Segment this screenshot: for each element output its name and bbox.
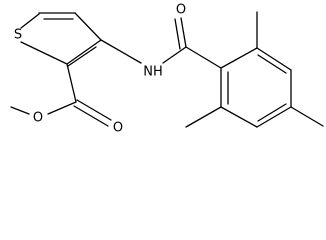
bond-ccarbonyl-ocarbonyl <box>76 99 112 121</box>
ester-carbonyl-oxygen-atom: O <box>113 121 123 136</box>
mesityl-methyl-groups <box>185 11 324 128</box>
bond-ccarbonyl-ocarbonyl-inner <box>73 105 109 127</box>
bond-ar1-ar2 <box>220 47 258 69</box>
bond-ar6-methyl <box>185 106 222 128</box>
amide-oxygen-atom: O <box>176 3 186 18</box>
amide-nh-atom: NH <box>143 65 163 80</box>
methyl-ester-group <box>10 63 112 127</box>
bond-ar4-ar5 <box>256 106 292 128</box>
bond-c4-c3 <box>74 12 102 41</box>
amide-linkage <box>100 17 222 69</box>
bond-camide-aryl <box>185 46 222 69</box>
bond-c3-c2 <box>66 39 102 65</box>
sulfur-atom: S <box>14 28 22 43</box>
bond-ar5-ar6 <box>220 106 258 128</box>
bond-oether-methyl <box>10 106 30 115</box>
bond-ar4-ar5-inner <box>257 103 287 122</box>
bond-ar4-methyl <box>290 106 324 127</box>
ester-ether-oxygen-atom: O <box>33 111 43 126</box>
bond-s1-c5 <box>20 13 40 29</box>
bond-c3-c2-inner <box>67 46 97 67</box>
bond-ar2-ar3 <box>256 47 292 71</box>
mesityl-ring <box>220 47 292 128</box>
bond-ccarbonyl-oether <box>47 101 77 115</box>
bond-ar2-ar3-inner <box>257 54 287 74</box>
bond-camide-oamide <box>180 17 187 48</box>
bond-camide-oamide-inner <box>174 18 181 50</box>
bond-c2-ccarbonyl <box>66 63 77 103</box>
thiophene-ring <box>20 12 102 67</box>
chemical-structure: S O O NH O <box>10 3 324 136</box>
bond-c2-s1 <box>20 41 68 65</box>
bond-nh-camide <box>162 46 187 64</box>
bond-c3-nh <box>100 39 142 64</box>
